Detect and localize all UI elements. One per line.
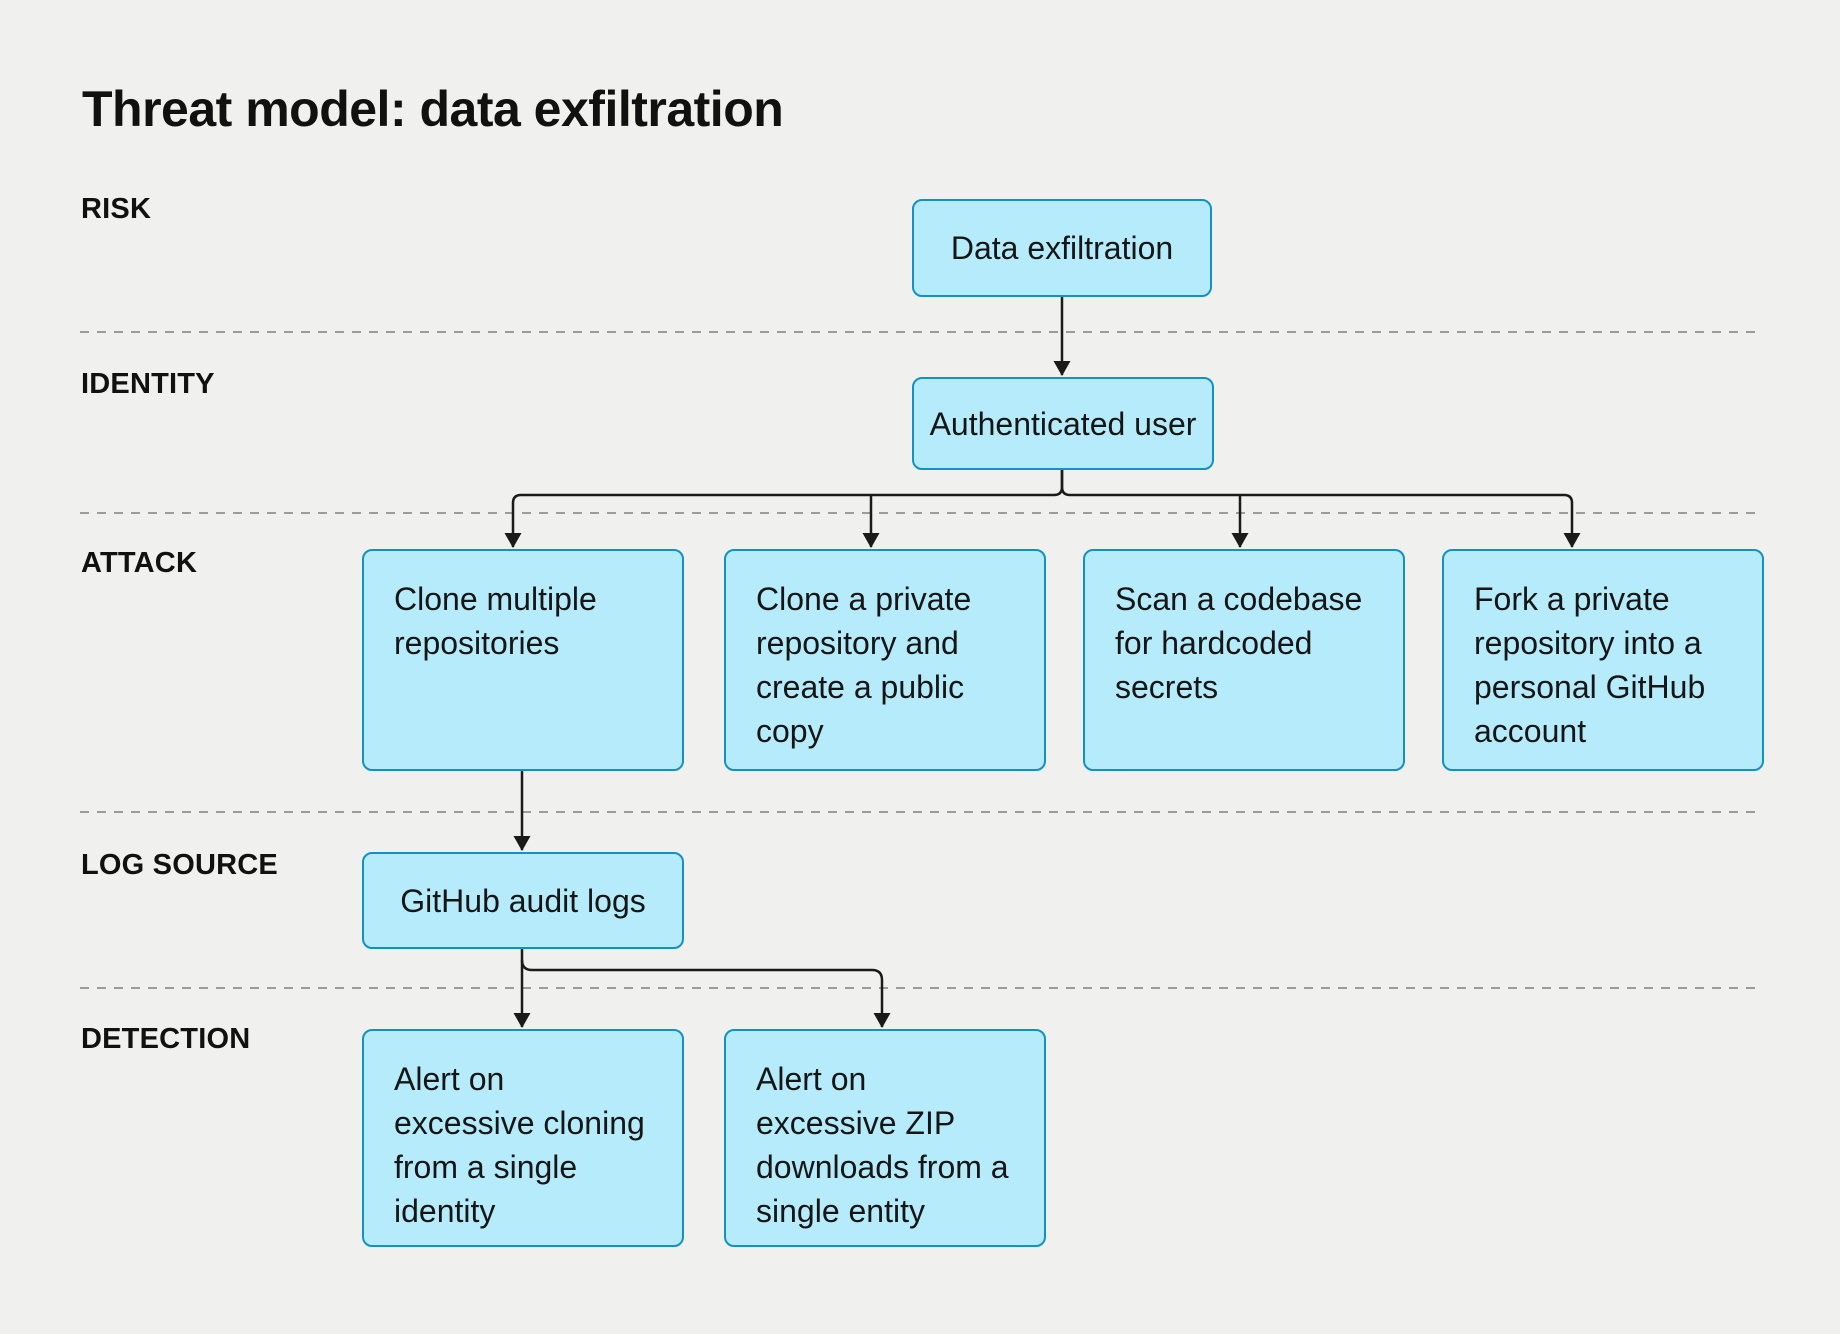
row-label-risk: RISK — [81, 193, 152, 225]
connector-logsource-detection2 — [520, 959, 891, 1028]
node-detection-excessive-cloning: Alert on excessive cloning from a single… — [362, 1029, 684, 1247]
node-detection-excessive-zip-downloads: Alert on excessive ZIP downloads from a … — [724, 1029, 1046, 1247]
node-attack-fork-private-repository: Fork a private repository into a persona… — [1442, 549, 1764, 771]
row-label-identity: IDENTITY — [81, 368, 215, 400]
row-label-attack: ATTACK — [81, 547, 198, 579]
node-risk-data-exfiltration: Data exfiltration — [912, 199, 1212, 297]
node-attack-clone-multiple-repositories: Clone multiple repositories — [362, 549, 684, 771]
node-identity-authenticated-user: Authenticated user — [912, 377, 1214, 470]
page-title: Threat model: data exfiltration — [82, 81, 784, 137]
connector-identity-attack1 — [504, 470, 1064, 548]
node-attack-scan-codebase-secrets: Scan a codebase for hardcoded secrets — [1083, 549, 1405, 771]
connector-identity-attack4 — [1060, 470, 1581, 548]
node-log-source-github-audit-logs: GitHub audit logs — [362, 852, 684, 949]
node-attack-clone-private-repository: Clone a private repository and create a … — [724, 549, 1046, 771]
row-label-log-source: LOG SOURCE — [81, 849, 278, 881]
row-label-detection: DETECTION — [81, 1023, 251, 1055]
